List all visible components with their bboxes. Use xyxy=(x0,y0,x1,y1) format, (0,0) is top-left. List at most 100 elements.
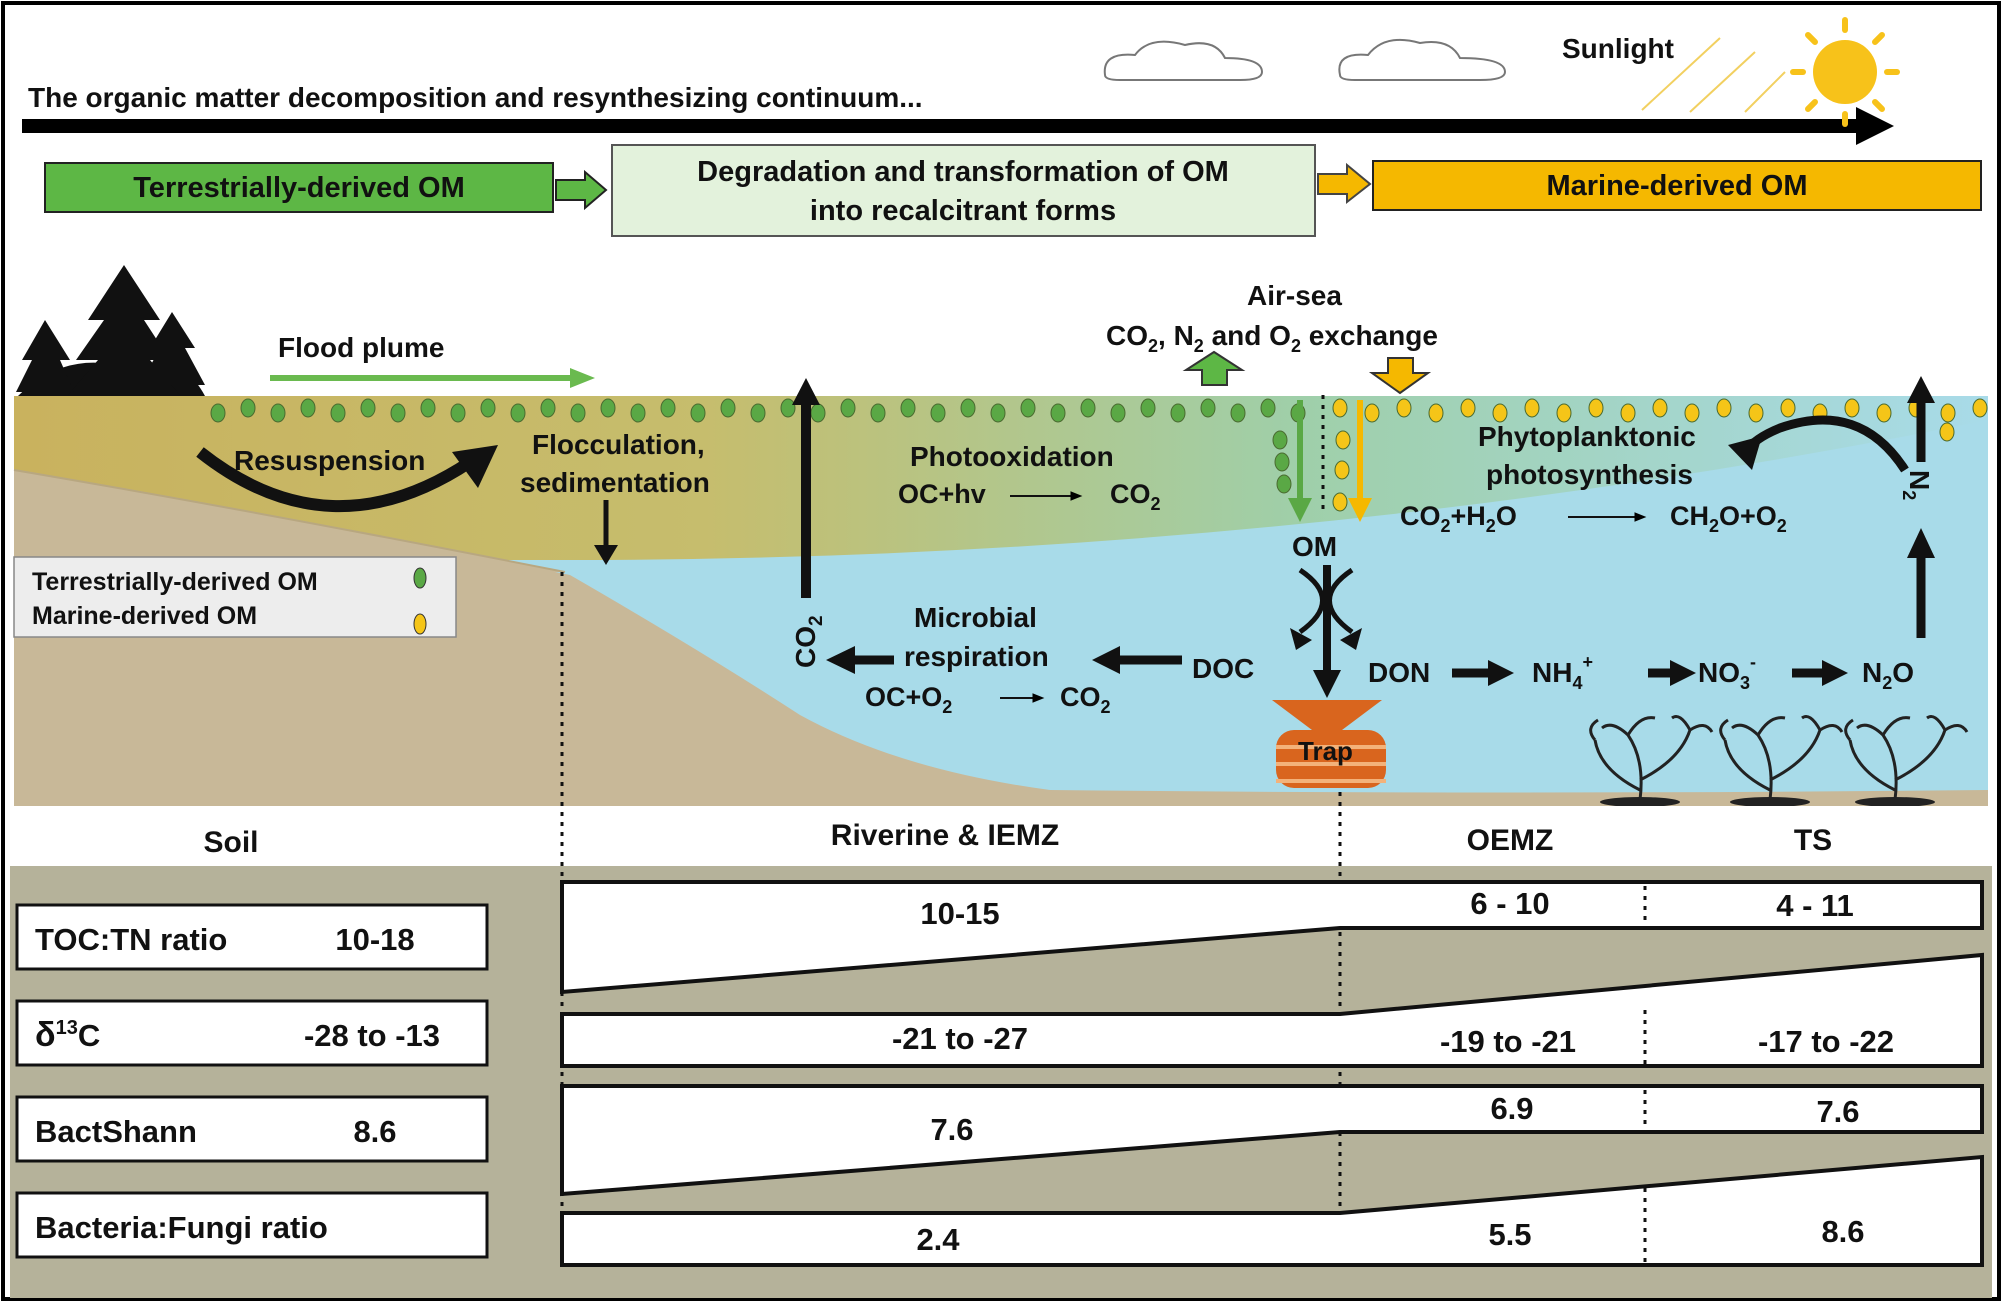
stage-arrow-icon xyxy=(1317,162,1372,205)
terrestrial-om-particle xyxy=(810,403,826,423)
terrestrial-om-particle xyxy=(330,403,346,423)
stage-arrow-icon xyxy=(555,169,608,211)
stage-degradation-box xyxy=(611,144,1316,237)
stage-terrestrial-box xyxy=(44,162,554,213)
air-sea-down-arrow xyxy=(1368,357,1432,395)
terrestrial-om-particle xyxy=(720,398,736,418)
metric-toc-riverine: 10-15 xyxy=(920,896,999,931)
resuspension-arrow xyxy=(196,447,474,512)
flocculation-line2: sedimentation xyxy=(520,467,710,498)
zone-oemz: OEMZ xyxy=(1467,824,1554,857)
marine-settling-arrow xyxy=(1348,498,1372,522)
metric-bf-riverine: 2.4 xyxy=(916,1222,960,1257)
terrestrial-om-particle xyxy=(1200,398,1216,418)
n2o-to-n2-arrow xyxy=(1907,528,1935,558)
cloud-icon xyxy=(1338,39,1507,81)
metric-bf-name: Bacteria:Fungi ratio xyxy=(35,1210,328,1245)
photooxidation-eq-right: CO2 xyxy=(1110,479,1161,514)
metric-toc-oemz: 6 - 10 xyxy=(1470,886,1549,921)
metric-toc-ts: 4 - 11 xyxy=(1776,888,1854,923)
marine-om-particle xyxy=(1780,398,1796,418)
metric-toc-name: TOC:TN ratio xyxy=(35,922,227,957)
sunlight-label: Sunlight xyxy=(1562,33,1674,64)
zone-headers: Soil Riverine & IEMZ OEMZ TS xyxy=(203,819,1832,859)
marine-om-particle xyxy=(1335,430,1351,450)
continuum-arrow-head xyxy=(1856,107,1894,145)
doc-label: DOC xyxy=(1192,653,1254,684)
soil-metrics: TOC:TN ratio 10-18 δ13C -28 to -13 BactS… xyxy=(15,903,489,1259)
soil-land xyxy=(14,470,565,572)
legend-marine-label: Marine-derived OM xyxy=(32,602,257,630)
terrestrial-om-particle xyxy=(390,403,406,423)
zone-riverine: Riverine & IEMZ xyxy=(831,819,1059,852)
terrestrial-om-particle xyxy=(780,398,796,418)
metric-bands xyxy=(560,880,1984,1267)
forest-icon xyxy=(16,265,205,396)
phyto-line1: Phytoplanktonic xyxy=(1478,421,1696,452)
flood-plume-label: Flood plume xyxy=(278,332,444,363)
terrestrial-om-particle xyxy=(270,403,286,423)
stage-marine-label: Marine-derived OM xyxy=(1546,170,1807,202)
microbial-line2: respiration xyxy=(904,641,1049,672)
terrestrial-om-particle xyxy=(300,398,316,418)
marine-om-particle xyxy=(1332,492,1348,512)
metric-bf-ts: 8.6 xyxy=(1821,1214,1864,1249)
phyto-eq-left: CO2+H2O xyxy=(1400,501,1517,536)
terrestrial-om-particle xyxy=(570,403,586,423)
terrestrial-om-particle xyxy=(600,398,616,418)
metric-values: 10-15 6 - 10 4 - 11 -21 to -27 -19 to -2… xyxy=(892,886,1894,1257)
terrestrial-om-particle xyxy=(750,403,766,423)
microbial-line1: Microbial xyxy=(914,602,1037,633)
terrestrial-om-particle xyxy=(1276,474,1292,494)
marine-om-particle xyxy=(1556,403,1572,423)
marine-om-particle xyxy=(1972,398,1988,418)
air-sea-exchange-label: CO2, N2 and O2 exchange xyxy=(1106,320,1438,356)
nh4-arrow xyxy=(1670,660,1696,686)
terrestrial-om-particle xyxy=(540,398,556,418)
marine-om-particle xyxy=(1876,403,1892,423)
legend-terrestrial-label: Terrestrially-derived OM xyxy=(32,568,318,596)
flocculation-line1: Flocculation, xyxy=(532,429,705,460)
marine-om-particle xyxy=(1844,398,1860,418)
photooxidation-label: Photooxidation xyxy=(910,441,1114,472)
soil-bed xyxy=(14,470,1988,806)
metric-d13c-name: δ13C xyxy=(35,1016,100,1054)
terrestrial-settling-arrow xyxy=(1288,498,1312,522)
marine-om-particle xyxy=(1684,403,1700,423)
air-sea-up-arrow xyxy=(1182,350,1246,386)
marine-om-particle xyxy=(1524,398,1540,418)
marine-om-particle xyxy=(1492,403,1508,423)
marine-om-particle xyxy=(1588,398,1604,418)
resuspension-label: Resuspension xyxy=(234,445,425,476)
metric-bactshann-ts: 7.6 xyxy=(1816,1094,1859,1129)
respiration-to-co2-arrow xyxy=(826,646,855,674)
surface-plume xyxy=(14,396,1988,560)
stage-marine-box xyxy=(1372,160,1982,211)
marine-om-particle xyxy=(1716,398,1732,418)
terrestrial-om-particle xyxy=(1050,403,1066,423)
terrestrial-om-particle xyxy=(210,403,226,423)
terrestrial-om-particle xyxy=(1230,403,1246,423)
marine-om-particle xyxy=(1460,398,1476,418)
metric-d13c-soil: -28 to -13 xyxy=(304,1018,440,1053)
n2-vertical-label: N2 xyxy=(1899,470,1935,500)
co2-vertical-label: CO2 xyxy=(790,615,827,668)
terrestrial-om-particle xyxy=(1080,398,1096,418)
photooxidation-eq-left: OC+hv xyxy=(898,479,986,509)
marine-om-particle xyxy=(1620,403,1636,423)
metric-bactshann-riverine: 7.6 xyxy=(930,1112,973,1147)
trap-down-arrow xyxy=(1313,670,1341,698)
marine-om-particle xyxy=(1396,398,1412,418)
n2-outgassing-arrow xyxy=(1907,376,1935,403)
trap-label: Trap xyxy=(1298,736,1353,766)
air-sea-label: Air-sea xyxy=(1247,280,1342,311)
sun-icon xyxy=(1790,17,1900,127)
don-label: DON xyxy=(1368,657,1430,688)
zone-ts: TS xyxy=(1794,824,1832,857)
terrestrial-om-particle xyxy=(1260,398,1276,418)
terrestrial-om-particle xyxy=(1274,452,1290,472)
don-arrow xyxy=(1488,660,1514,686)
terrestrial-om-particle xyxy=(240,398,256,418)
marine-om-particle xyxy=(1334,460,1350,480)
metric-d13c-oemz: -19 to -21 xyxy=(1440,1024,1576,1059)
